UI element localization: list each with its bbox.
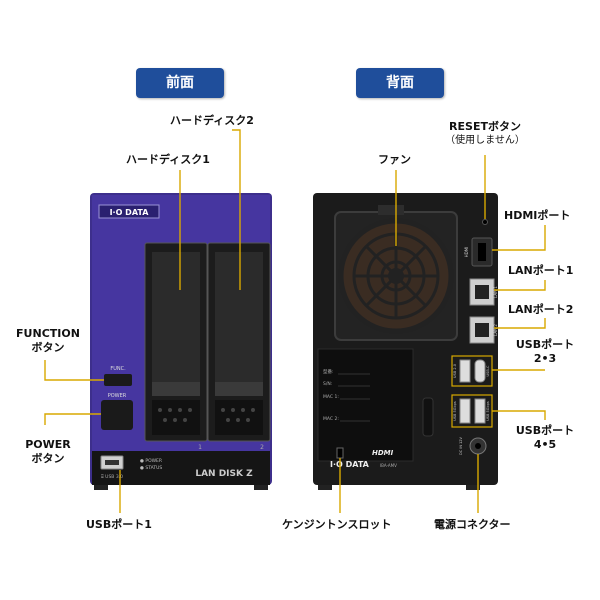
usb-port-5[interactable] <box>474 398 486 424</box>
front-model-text: LAN DISK Z <box>195 469 253 479</box>
usb-port-2[interactable] <box>459 359 471 383</box>
hdd-bay-2-vent <box>215 400 263 435</box>
callout-lan1: LANポート1 <box>508 264 574 277</box>
lan-port-1-text: LAN 1 <box>493 286 498 298</box>
usb-port-1-text: ⌹ USB 3.0 <box>101 474 123 480</box>
front-foot-right <box>254 485 268 490</box>
sticker-mac2-field: MAC 2: <box>323 416 339 422</box>
callout-line-usb45 <box>492 410 546 420</box>
callout-power-line1: POWER <box>25 438 71 451</box>
callout-usb45-line2: 4•5 <box>533 438 557 451</box>
callout-reset: RESETボタン （使用しません） <box>430 120 540 148</box>
fan-tab <box>378 205 404 215</box>
hdmi-port-slot <box>478 243 486 261</box>
bay-2-number: 2 <box>260 444 264 451</box>
usb-2-3-highlight <box>451 355 493 387</box>
callout-line-hdmi <box>492 225 546 251</box>
front-brand-badge <box>98 204 160 219</box>
sticker-model-field: 型番: <box>323 368 334 375</box>
callout-usb23: USBポート 2•3 <box>506 338 584 366</box>
led-status-text: ● STATUS <box>140 465 162 471</box>
callout-usb45-line1: USBポート <box>515 424 575 437</box>
usbc-text: USB-C <box>486 365 490 376</box>
dc-in-pin <box>475 443 481 449</box>
hdd-vent-dots <box>158 408 255 422</box>
hdd-bay-1-face <box>152 252 200 382</box>
callout-fan: ファン <box>378 153 411 166</box>
callout-lines <box>44 129 546 513</box>
sticker-sn-field: S/N: <box>323 381 332 387</box>
callout-function-line1: FUNCTION <box>16 327 80 340</box>
hdd-bay-2-face <box>215 252 263 382</box>
callout-usb23-line2: 2•3 <box>533 352 557 365</box>
front-header-badge: 前面 <box>136 68 224 98</box>
usb-port-3[interactable] <box>474 359 486 383</box>
back-device: HDMI LAN 1 LAN 2 USB 2.0 USB-C USB 5Gbps… <box>313 193 498 490</box>
lan-port-2-jack <box>475 323 489 337</box>
callout-power: POWER ボタン <box>8 438 88 466</box>
callout-hdd1: ハードディスク1 <box>126 153 210 166</box>
power-button[interactable] <box>101 400 133 430</box>
callout-line-lan1 <box>494 280 546 291</box>
callout-lan2: LANポート2 <box>508 303 574 316</box>
reset-button[interactable] <box>482 219 488 225</box>
func-button-text: FUNC. <box>110 366 126 372</box>
callout-reset-line1: RESETボタン <box>449 120 521 133</box>
callout-reset-line2: （使用しません） <box>445 135 525 146</box>
callout-function-line2: ボタン <box>31 341 65 354</box>
lan-port-1-jack <box>475 285 489 299</box>
cable-clip <box>422 397 434 437</box>
callout-line-lan2 <box>494 318 546 329</box>
front-foot-left <box>94 485 108 490</box>
callout-usb1: USBポート1 <box>86 518 152 531</box>
func-button[interactable] <box>104 374 132 386</box>
hdmi-port-text: HDMI <box>464 247 469 258</box>
back-foot-right <box>466 485 480 490</box>
sticker-hdmi-logo: HDMI <box>372 449 394 457</box>
sticker-brand: I·O DATA <box>330 460 370 469</box>
led-power-text: ● POWER <box>140 458 162 464</box>
usb5g-text-left: USB 5Gbps <box>453 401 457 421</box>
callout-power-connector: 電源コネクター <box>434 518 511 531</box>
fan-hub <box>388 268 404 284</box>
hdd-bay-1-vent <box>152 400 200 435</box>
callout-usb45: USBポート 4•5 <box>506 424 584 452</box>
callout-hdmi: HDMIポート <box>504 209 571 222</box>
callout-kensington: ケンジントンスロット <box>282 518 392 531</box>
callout-function: FUNCTION ボタン <box>8 327 88 355</box>
back-foot-left <box>318 485 332 490</box>
kensington-slot <box>336 447 344 459</box>
bay-1-number: 1 <box>198 444 202 451</box>
callout-usb23-line1: USBポート <box>515 338 575 351</box>
info-sticker <box>317 348 414 462</box>
callout-power-line2: ボタン <box>31 452 65 465</box>
usb5g-text-right: USB 5Gbps <box>486 401 490 421</box>
hdd-bay-1-handle <box>152 382 200 396</box>
callout-line-function <box>44 360 104 381</box>
dc-in-text: DC IN 12V <box>459 436 463 454</box>
sticker-code: IBA-AMV <box>380 463 397 468</box>
callout-hdd2: ハードディスク2 <box>170 114 254 127</box>
usb-port-4[interactable] <box>459 398 471 424</box>
callout-line-hdd2 <box>232 129 241 290</box>
usb20-text: USB 2.0 <box>453 364 457 378</box>
power-button-text: POWER <box>108 393 127 399</box>
front-brand-text: I·O DATA <box>110 208 150 217</box>
sticker-mac1-field: MAC 1: <box>323 394 339 400</box>
lan-port-2-text: LAN 2 <box>493 324 498 336</box>
front-device: I·O DATA 1 2 FUNC. POWER <box>90 193 272 490</box>
usb-port-1-slot <box>105 460 119 465</box>
back-header-badge: 背面 <box>356 68 444 98</box>
callout-line-power <box>44 413 101 425</box>
hdd-bay-2-handle <box>215 382 263 396</box>
